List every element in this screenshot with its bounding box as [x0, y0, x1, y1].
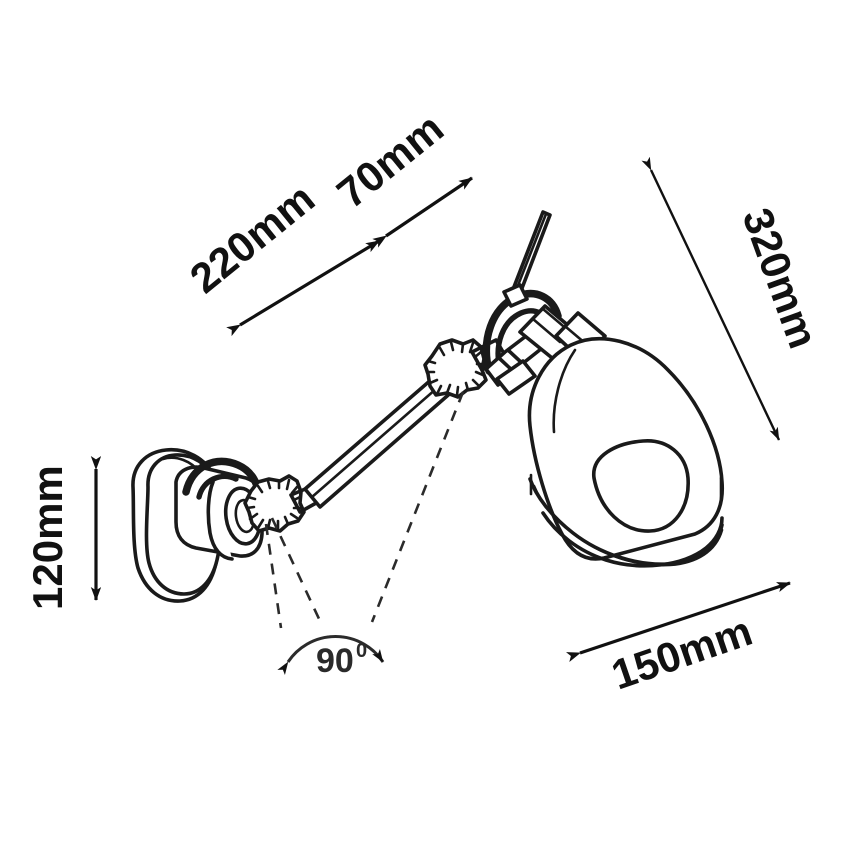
dimension-150mm-arrow [566, 581, 791, 663]
dimension-220mm-label: 220mm [181, 174, 323, 302]
dimension-70mm-label: 70mm [328, 104, 452, 217]
dimension-150mm: 150mm [566, 581, 791, 699]
dimension-70mm: 70mm [328, 104, 473, 248]
lamp-shade [527, 336, 725, 568]
dimension-320mm-arrow [641, 156, 781, 441]
swivel-angle-value: 90 [316, 642, 354, 680]
swivel-angle-degree-symbol: 0 [356, 640, 367, 662]
bulb [592, 439, 690, 533]
dimension-320mm-label: 320mm [734, 202, 828, 354]
swivel-angle-arc [277, 635, 385, 675]
swivel-dashed-line-center [270, 517, 322, 622]
dimension-120mm-label: 120mm [24, 465, 71, 610]
dimension-70mm-arrow [372, 176, 473, 248]
swivel-dashed-line-right [370, 391, 465, 623]
dimension-120mm: 120mm [24, 456, 102, 610]
dimension-220mm-arrow [226, 239, 380, 337]
lower-pivot-knob [243, 474, 320, 533]
swivel-dashed-line-left [264, 523, 283, 629]
adjustment-rod [502, 210, 552, 308]
swivel-angle-marker: 90 0 [264, 391, 465, 680]
